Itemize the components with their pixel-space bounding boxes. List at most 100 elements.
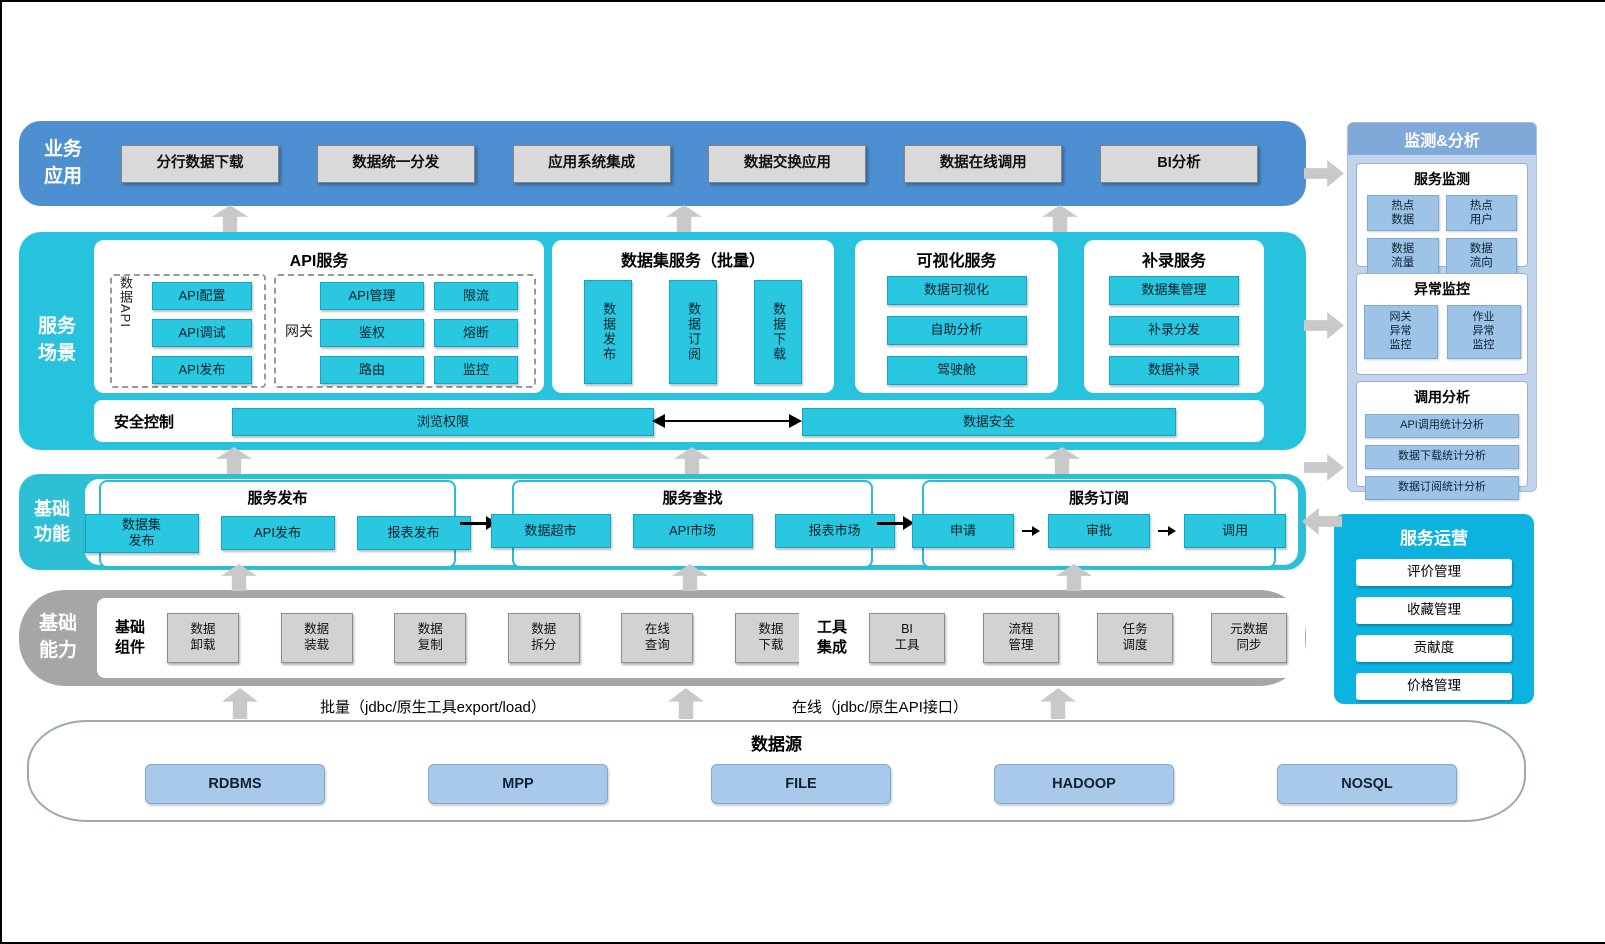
business-app-button[interactable]: BI分析 xyxy=(1099,144,1258,183)
service-monitor-button[interactable]: 热点 用户 xyxy=(1445,195,1517,231)
right-arrow-icon xyxy=(1304,160,1344,187)
operation-button[interactable]: 收藏管理 xyxy=(1356,597,1512,624)
tool-button[interactable]: 流程 管理 xyxy=(983,613,1059,663)
data-api-button[interactable]: API配置 xyxy=(152,282,252,310)
supplement-button-list: 数据集管理补录分发数据补录 xyxy=(1084,276,1264,385)
operation-button[interactable]: 评价管理 xyxy=(1356,559,1512,586)
online-connection-label: 在线（jdbc/原生API接口） xyxy=(792,699,968,716)
supplement-service-panel: 补录服务 数据集管理补录分发数据补录 xyxy=(1084,240,1264,393)
tool-button[interactable]: 元数据 同步 xyxy=(1210,613,1287,663)
gateway-button[interactable]: 监控 xyxy=(434,356,518,384)
arrow-line xyxy=(460,521,486,525)
up-arrow-icon xyxy=(222,688,258,719)
component-button[interactable]: 在线 查询 xyxy=(621,613,694,663)
analysis-bar[interactable]: 数据订阅统计分析 xyxy=(1365,476,1519,500)
business-app-button[interactable]: 数据交换应用 xyxy=(708,144,867,183)
search-button[interactable]: 报表市场 xyxy=(774,514,895,548)
dataset-button[interactable]: 数据下载 xyxy=(754,280,802,384)
service-monitor-panel: 服务监测 热点 数据热点 用户数据 流量数据 流向 xyxy=(1356,163,1528,274)
operation-button[interactable]: 贡献度 xyxy=(1356,635,1512,662)
publish-button[interactable]: 报表发布 xyxy=(356,516,471,551)
browse-permission-bar[interactable]: 浏览权限 xyxy=(232,408,654,436)
data-api-button[interactable]: API发布 xyxy=(152,356,252,384)
business-app-button[interactable]: 应用系统集成 xyxy=(512,144,671,183)
data-security-bar[interactable]: 数据安全 xyxy=(802,408,1176,436)
component-button[interactable]: 数据 复制 xyxy=(394,613,467,663)
component-button[interactable]: 数据 下载 xyxy=(734,613,807,663)
data-api-button-list: API配置 API调试 API发布 xyxy=(152,282,252,384)
exception-monitor-panel: 异常监控 网关 异常 监控作业 异常 监控 xyxy=(1356,273,1528,375)
supplement-button[interactable]: 补录分发 xyxy=(1109,316,1239,345)
subscribe-invoke-button[interactable]: 调用 xyxy=(1184,514,1286,548)
visualization-button-list: 数据可视化自助分析驾驶舱 xyxy=(855,276,1058,385)
up-arrow-icon xyxy=(666,205,702,232)
component-button[interactable]: 数据 装载 xyxy=(280,613,353,663)
datasource-button[interactable]: RDBMS xyxy=(145,764,325,804)
subscribe-flow: 申请 审批 调用 xyxy=(912,514,1286,548)
search-button[interactable]: API市场 xyxy=(632,514,753,548)
basic-components-panel: 基础 组件 数据 卸载数据 装载数据 复制数据 拆分在线 查询数据 下载 xyxy=(97,598,825,678)
business-app-button[interactable]: 数据统一分发 xyxy=(316,144,475,183)
scene-layer-label: 服务 场景 xyxy=(37,316,76,364)
datasource-button[interactable]: NOSQL xyxy=(1277,764,1457,804)
right-arrow-icon xyxy=(1304,454,1344,481)
service-monitor-button[interactable]: 数据 流量 xyxy=(1367,238,1439,274)
dataset-button[interactable]: 数据订阅 xyxy=(669,280,717,384)
gateway-button[interactable]: 限流 xyxy=(434,282,518,310)
analysis-bar[interactable]: 数据下载统计分析 xyxy=(1365,445,1519,469)
batch-connection-label: 批量（jdbc/原生工具export/load） xyxy=(320,699,546,716)
tool-button[interactable]: 任务 调度 xyxy=(1096,613,1173,663)
business-app-button[interactable]: 分行数据下载 xyxy=(121,144,279,183)
publish-button[interactable]: 数据集 发布 xyxy=(84,514,199,553)
api-service-title: API服务 xyxy=(289,253,349,270)
component-button[interactable]: 数据 拆分 xyxy=(507,613,580,663)
gateway-button[interactable]: 熔断 xyxy=(434,319,518,347)
visualization-button[interactable]: 自助分析 xyxy=(886,316,1027,345)
service-monitor-button[interactable]: 数据 流向 xyxy=(1445,238,1517,274)
security-control-label: 安全控制 xyxy=(114,413,175,431)
service-subscribe-panel: 服务订阅 申请 审批 调用 xyxy=(912,480,1286,568)
search-button[interactable]: 数据超市 xyxy=(490,514,611,548)
datasource-button[interactable]: FILE xyxy=(711,764,891,804)
supplement-button[interactable]: 数据集管理 xyxy=(1109,276,1239,305)
operation-button[interactable]: 价格管理 xyxy=(1356,673,1512,700)
service-monitor-button[interactable]: 热点 数据 xyxy=(1367,195,1439,231)
publish-button[interactable]: API发布 xyxy=(220,516,335,551)
exception-button[interactable]: 作业 异常 监控 xyxy=(1446,305,1521,359)
gateway-button[interactable]: API管理 xyxy=(320,282,424,310)
exception-button[interactable]: 网关 异常 监控 xyxy=(1363,305,1438,359)
visualization-button[interactable]: 数据可视化 xyxy=(886,276,1027,305)
up-arrow-icon xyxy=(212,205,248,232)
datasource-title: 数据源 xyxy=(751,735,802,754)
business-app-button[interactable]: 数据在线调用 xyxy=(904,144,1063,183)
subscribe-apply-button[interactable]: 申请 xyxy=(912,514,1014,548)
supplement-button[interactable]: 数据补录 xyxy=(1109,356,1239,385)
gateway-button[interactable]: 鉴权 xyxy=(320,319,424,347)
analysis-bar[interactable]: API调用统计分析 xyxy=(1365,414,1519,438)
datasource-button[interactable]: MPP xyxy=(428,764,608,804)
double-arrow-icon xyxy=(652,414,802,428)
tool-integration-panel: 工具 集成 BI 工具流程 管理任务 调度元数据 同步 xyxy=(799,598,1305,678)
up-arrow-icon xyxy=(216,447,252,474)
visualization-button[interactable]: 驾驶舱 xyxy=(886,356,1027,385)
arrow-line xyxy=(1158,530,1168,532)
up-arrow-icon xyxy=(1042,205,1078,232)
exception-monitor-title: 异常监控 xyxy=(1414,281,1470,297)
dataset-button[interactable]: 数据发布 xyxy=(584,280,632,384)
tool-button[interactable]: BI 工具 xyxy=(869,613,946,663)
gateway-button[interactable]: 路由 xyxy=(320,356,424,384)
data-api-button[interactable]: API调试 xyxy=(152,319,252,347)
invoke-analysis-title: 调用分析 xyxy=(1414,389,1470,405)
up-arrow-icon xyxy=(1040,688,1076,719)
analysis-bar-list: API调用统计分析数据下载统计分析数据订阅统计分析 xyxy=(1365,414,1519,500)
service-monitor-button-list: 热点 数据热点 用户数据 流量数据 流向 xyxy=(1367,195,1517,274)
datasource-button[interactable]: HADOOP xyxy=(994,764,1174,804)
component-button[interactable]: 数据 卸载 xyxy=(167,613,240,663)
subscribe-approve-button[interactable]: 审批 xyxy=(1048,514,1150,548)
right-arrow-icon xyxy=(1304,312,1344,339)
